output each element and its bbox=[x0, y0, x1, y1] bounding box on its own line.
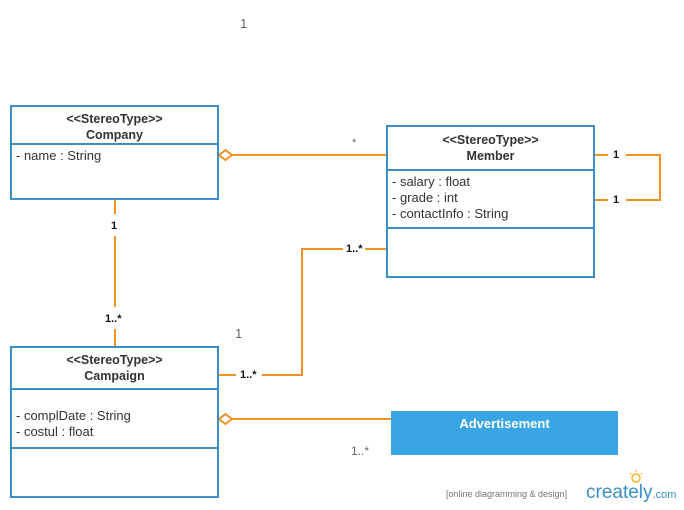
member-class[interactable]: <<StereoType>> Member - salary : float -… bbox=[386, 125, 595, 278]
multiplicity-label: 1..* bbox=[346, 243, 363, 255]
footer-tagline: [online diagramming & design] bbox=[446, 489, 568, 499]
brand-suffix: .com bbox=[652, 489, 677, 501]
multiplicity-label: * bbox=[352, 137, 357, 149]
multiplicity-label: 1..* bbox=[105, 313, 122, 325]
multiplicity-label: 1 bbox=[111, 220, 118, 232]
brand-name: creately bbox=[586, 482, 653, 503]
lightbulb-icon bbox=[629, 470, 643, 483]
campaign-attribute: - complDate : String bbox=[16, 408, 131, 423]
member-stereotype: <<StereoType>> bbox=[442, 133, 539, 147]
multiplicity-label: 1..* bbox=[240, 369, 257, 381]
member-name: Member bbox=[466, 149, 515, 163]
member-self-link-b bbox=[626, 154, 661, 201]
company-name: Company bbox=[86, 128, 143, 142]
company-class[interactable]: <<StereoType>> Company - name : String bbox=[10, 105, 219, 200]
company-stereotype: <<StereoType>> bbox=[66, 112, 163, 126]
member-attribute: - grade : int bbox=[392, 190, 458, 205]
campaign-attribute: - costul : float bbox=[16, 424, 94, 439]
multiplicity-label: 1 bbox=[235, 326, 243, 341]
multiplicity-label: 1 bbox=[240, 16, 248, 31]
company-aggregation-diamond bbox=[217, 148, 234, 162]
company-attributes: - name : String bbox=[12, 145, 217, 167]
member-attribute: - contactInfo : String bbox=[392, 206, 509, 221]
company-attribute: - name : String bbox=[16, 148, 102, 163]
member-campaign-link-b bbox=[262, 248, 343, 376]
member-header: <<StereoType>> Member bbox=[388, 127, 593, 171]
advertisement-name: Advertisement bbox=[459, 416, 550, 431]
campaign-header: <<StereoType>> Campaign bbox=[12, 348, 217, 390]
campaign-class[interactable]: <<StereoType>> Campaign - complDate : St… bbox=[10, 346, 219, 498]
multiplicity-label: 1..* bbox=[351, 444, 370, 458]
creately-logo[interactable]: creately.com bbox=[586, 482, 676, 504]
multiplicity-label: 1 bbox=[613, 149, 620, 161]
multiplicity-label: 1 bbox=[613, 194, 620, 206]
campaign-stereotype: <<StereoType>> bbox=[66, 353, 163, 367]
advertisement-class[interactable]: Advertisement bbox=[391, 411, 618, 455]
company-header: <<StereoType>> Company bbox=[12, 107, 217, 145]
member-attributes: - salary : float - grade : int - contact… bbox=[388, 171, 593, 229]
campaign-aggregation-diamond bbox=[217, 412, 234, 426]
member-attribute: - salary : float bbox=[392, 174, 471, 189]
campaign-name: Campaign bbox=[84, 369, 145, 383]
campaign-attributes: - complDate : String - costul : float bbox=[12, 390, 217, 449]
